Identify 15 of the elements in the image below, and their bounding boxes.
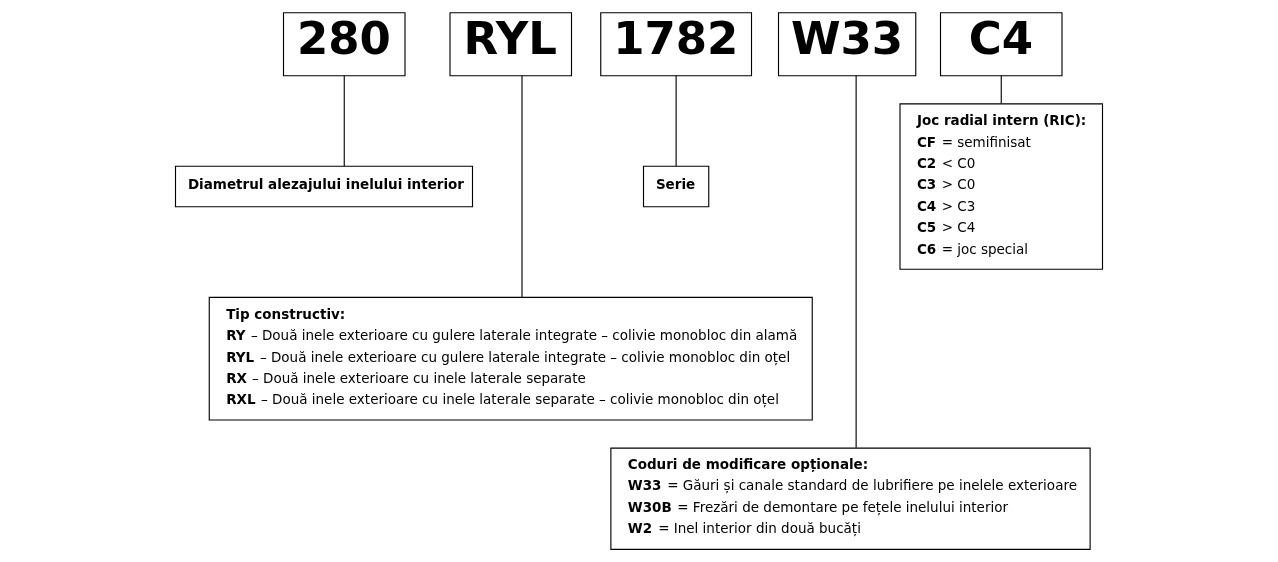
node-box: Tip constructiv: RY – Două inele exterioare cu gulere laterale integrate – colivie monobloc din alamă RYL – Două inele exterioare cu gulere laterale integrate – colivie monobloc din oțel RX – Două inele exterioare cu inele laterale separate RXL – Două inele exterioare cu inele laterale separate – colivie monobloc din oțel	[208, 296, 813, 421]
node-box: W33	[777, 12, 917, 77]
node-box: C4	[939, 12, 1063, 77]
connector	[1000, 75, 1002, 105]
node-box: 1782	[600, 12, 753, 77]
node-box: Joc radial intern (RIC): CF = semifinisat C2 < C0 C3 > C0 C4 > C3 C5 > C4 C6 = joc special	[899, 103, 1104, 270]
node-box: RYL	[449, 12, 573, 77]
node-box: Serie	[642, 165, 710, 208]
node-box: Coduri de modificare opționale: W33 = Găuri și canale standard de lubrifiere pe inelele exterioare W30B = Frezări de demontare pe fețele inelului interior W2 = Inel interior din două bucăți	[610, 447, 1091, 550]
node-box: 280	[282, 12, 406, 77]
connector	[343, 75, 345, 167]
node-box: Diametrul alezajului inelului interior	[174, 165, 474, 208]
connector	[521, 75, 523, 298]
connector	[855, 75, 857, 449]
connector	[675, 75, 677, 167]
